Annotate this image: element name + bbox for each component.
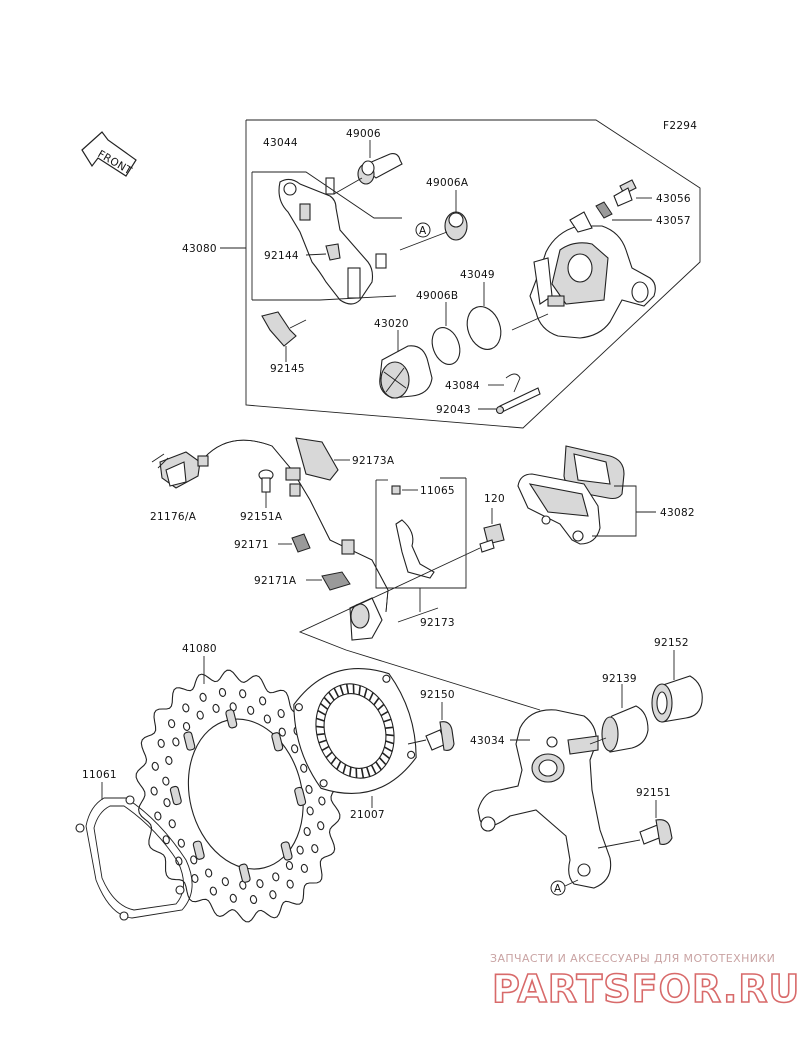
harness-clamp: [291, 533, 311, 553]
label-120: 120: [484, 493, 505, 505]
label-41080: 41080: [182, 643, 217, 655]
abs-sensor-harness: [151, 437, 389, 641]
label-43082: 43082: [660, 507, 695, 519]
watermark-logo: PARTSFOR.RU: [492, 967, 800, 1011]
bleeder-valve: [613, 179, 637, 207]
brake-pad-front: [517, 473, 601, 545]
label-21176A: 21176/A: [150, 511, 197, 523]
pad-spring-clip: [261, 311, 307, 347]
slide-pin: [357, 153, 403, 185]
label-43056: 43056: [656, 193, 691, 205]
watermark-tagline: ЗАПЧАСТИ И АКСЕССУАРЫ ДЛЯ МОТОТЕХНИКИ: [490, 952, 775, 965]
brake-disc: [135, 669, 341, 923]
leader-92144: [305, 253, 327, 256]
dust-seal: [431, 327, 461, 365]
abs-sensor-ring: [293, 667, 417, 795]
assembly-line-sensor-b: [397, 607, 439, 623]
label-92173A: 92173A: [352, 455, 395, 467]
axis-line-caliper: [511, 313, 549, 331]
assembly-line-sensor: [298, 547, 541, 711]
collar: [601, 705, 649, 753]
front-arrow-icon: FRONT: [81, 131, 137, 177]
pad-pin-clip: [505, 373, 521, 393]
label-49006: 49006: [346, 128, 381, 140]
label-43057: 43057: [656, 215, 691, 227]
callout-a-bottom: A: [550, 880, 566, 896]
caliper-assembly-frame: [245, 119, 701, 429]
caliper-mount-bracket: [477, 709, 612, 889]
label-92171: 92171: [234, 539, 269, 551]
label-43080: 43080: [182, 243, 217, 255]
figure-code: F2294: [663, 120, 697, 132]
axis-line-collar: [589, 737, 607, 745]
pin-boot: [444, 211, 468, 241]
label-21007: 21007: [350, 809, 385, 821]
label-92173: 92173: [420, 617, 455, 629]
label-92152: 92152: [654, 637, 689, 649]
harness-clamp-a: [321, 571, 351, 591]
label-43020: 43020: [374, 318, 409, 330]
label-92144: 92144: [264, 250, 299, 262]
caliper-piston: [379, 345, 433, 399]
label-92139: 92139: [602, 673, 637, 685]
leader-43044: [252, 171, 402, 219]
pad-pin: [495, 387, 541, 415]
label-11061: 11061: [82, 769, 117, 781]
label-43084: 43084: [445, 380, 480, 392]
callout-a-top: A: [415, 222, 431, 238]
svg-text:A: A: [554, 883, 562, 895]
bracket-clip: [325, 243, 341, 261]
label-49006B: 49006B: [416, 290, 458, 302]
sensor-bracket: [391, 485, 435, 579]
axis-line-boot: [399, 231, 448, 251]
label-43034: 43034: [470, 735, 505, 747]
axis-line-disc-bolt: [407, 739, 427, 745]
label-43044: 43044: [263, 137, 298, 149]
caliper-body: [529, 211, 656, 339]
sensor-bolt: [258, 469, 274, 493]
svg-text:A: A: [419, 225, 427, 237]
label-92171A: 92171A: [254, 575, 297, 587]
bolt-120: [479, 523, 505, 553]
bleeder-cap: [595, 201, 613, 219]
gasket: [75, 795, 193, 921]
bracket-bolt: [639, 819, 673, 845]
piston-seal: [466, 306, 502, 350]
label-92145: 92145: [270, 363, 305, 375]
label-11065: 11065: [420, 485, 455, 497]
label-92043: 92043: [436, 404, 471, 416]
label-49006A: 49006A: [426, 177, 469, 189]
axis-line-pin: [333, 177, 363, 195]
flange-collar: [651, 675, 703, 723]
label-43049: 43049: [460, 269, 495, 281]
pad-group-bracket: [592, 485, 637, 537]
sensor-group-frame: [375, 478, 467, 589]
axis-line-bracket-bolt: [597, 839, 641, 849]
bracket-group-line-bottom: [252, 295, 397, 301]
label-92151: 92151: [636, 787, 671, 799]
callout-a-bottom-line: [564, 879, 579, 887]
disc-bolt: [425, 721, 455, 751]
caliper-bracket: [278, 177, 387, 305]
label-92150: 92150: [420, 689, 455, 701]
label-92151A: 92151A: [240, 511, 283, 523]
